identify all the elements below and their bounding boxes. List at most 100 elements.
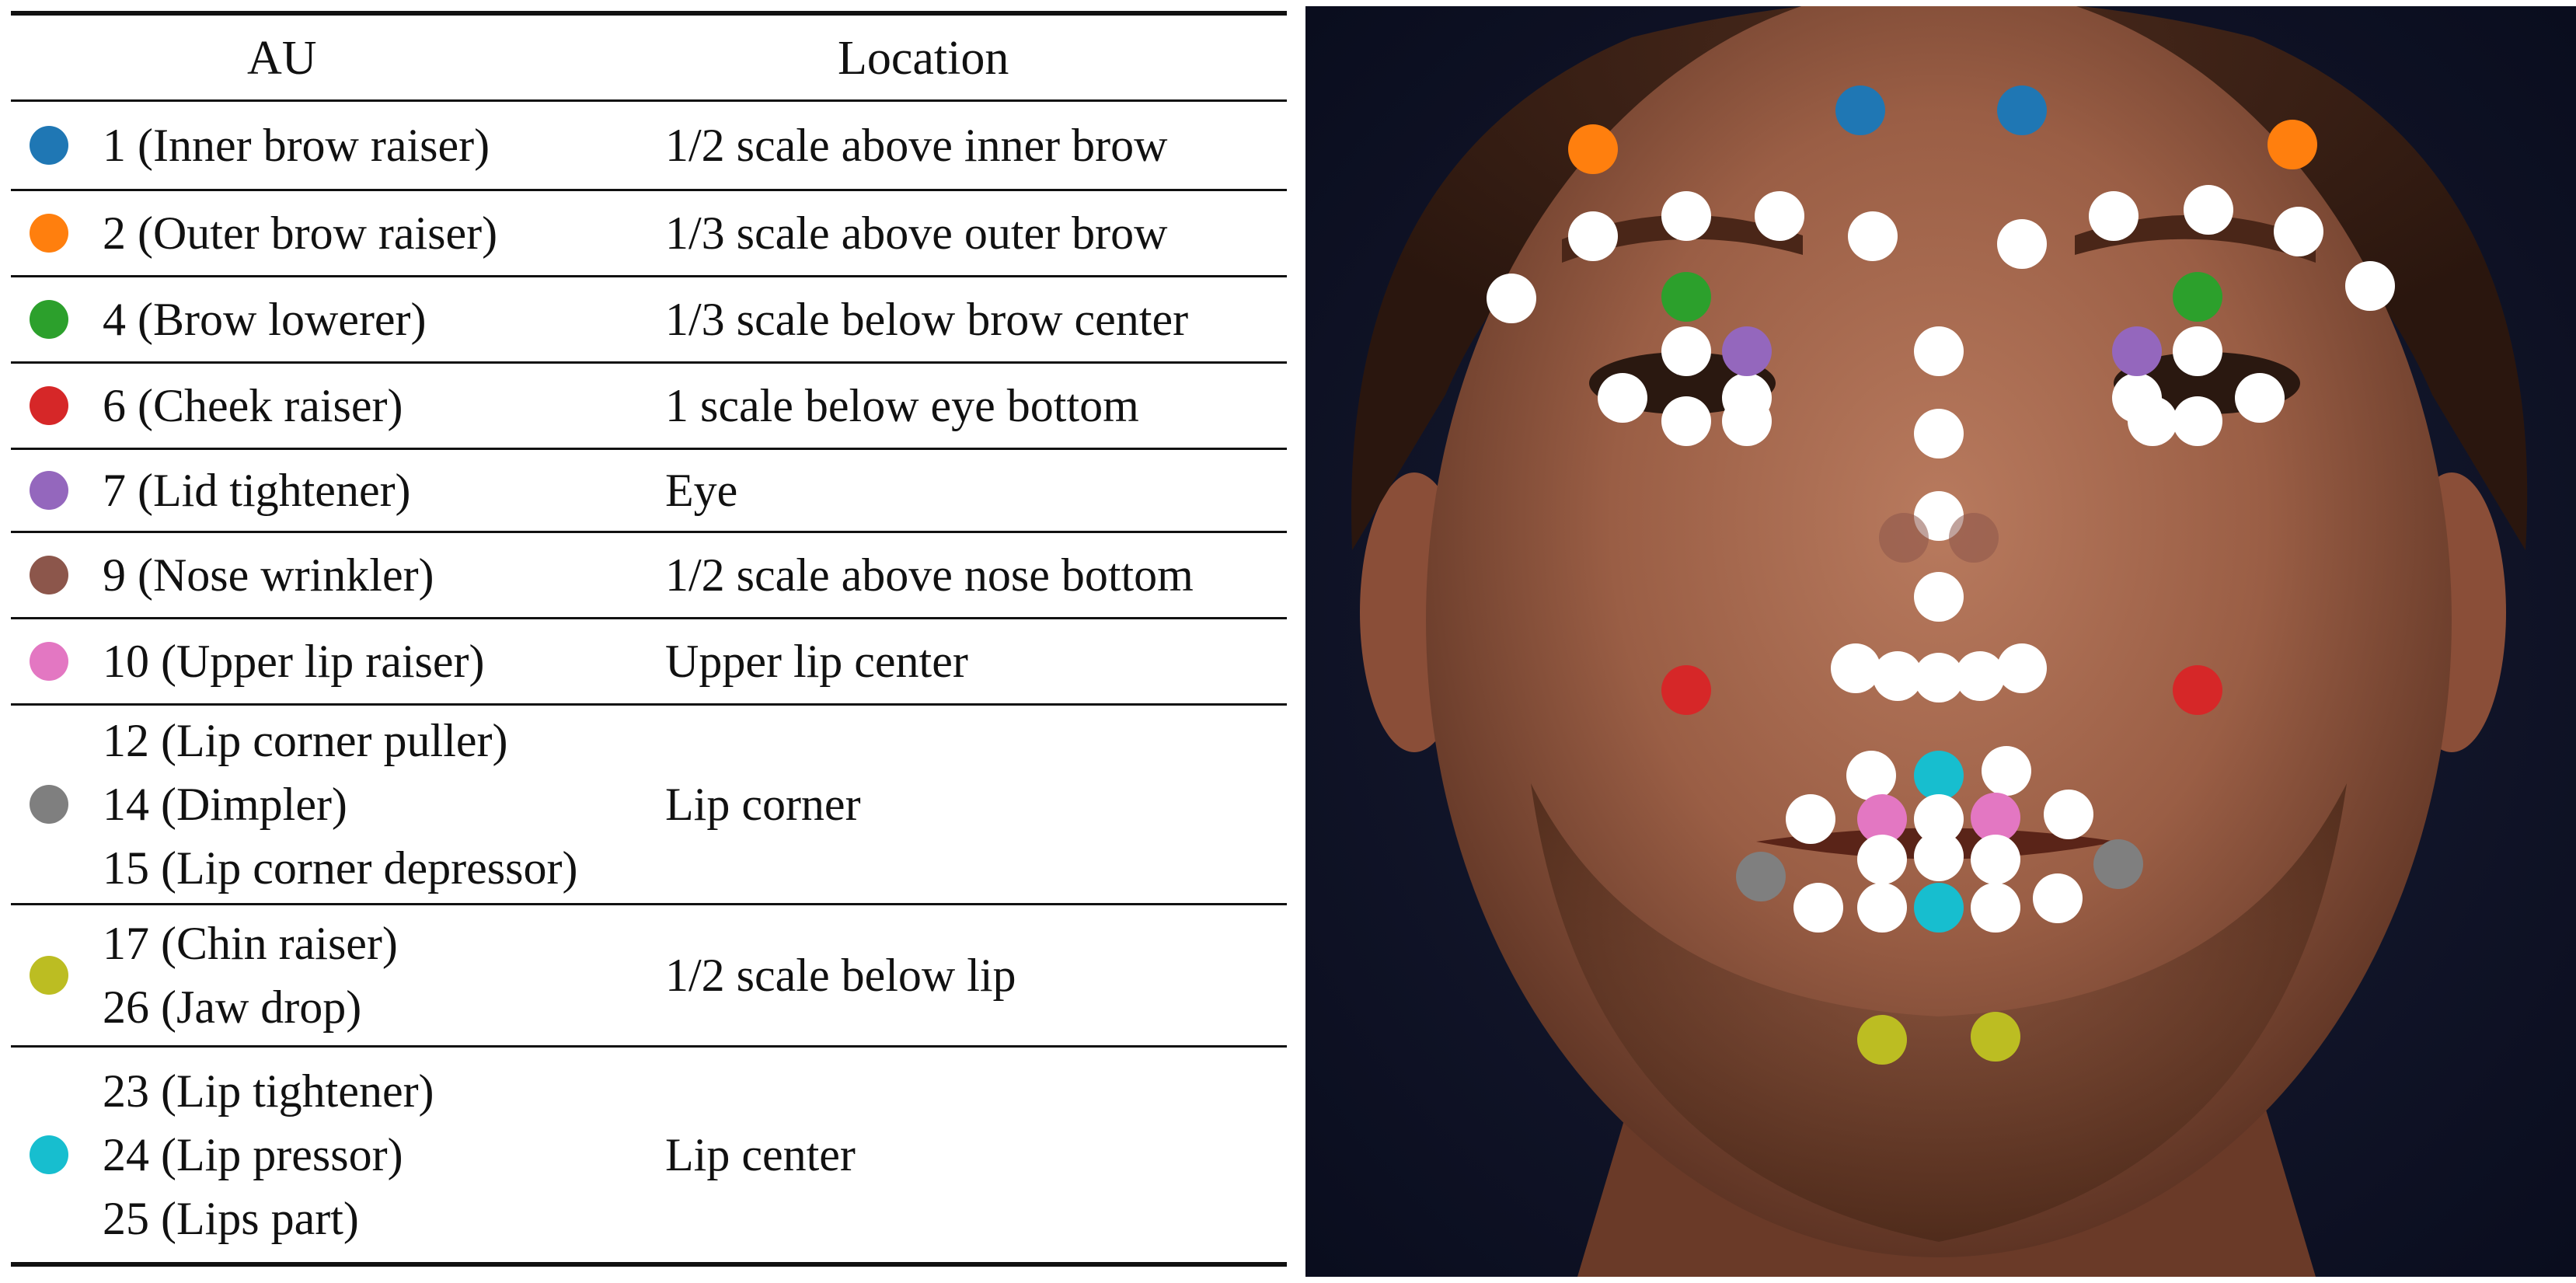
au-landmark-dot bbox=[1997, 85, 2047, 135]
au-cell: 2 (Outer brow raiser) bbox=[103, 201, 497, 265]
landmark-dot bbox=[1914, 832, 1964, 881]
landmark-dot bbox=[1661, 191, 1711, 241]
row-rule bbox=[11, 1045, 1287, 1048]
location-cell: 1/2 scale below lip bbox=[665, 950, 1016, 1001]
au-landmark-dot bbox=[1835, 85, 1885, 135]
au-label: 10 (Upper lip raiser) bbox=[103, 636, 485, 687]
landmark-dot bbox=[1914, 326, 1964, 376]
au-cell: 7 (Lid tightener) bbox=[103, 458, 411, 522]
landmark-dot bbox=[1955, 651, 2005, 701]
table-row: 23 (Lip tightener) 24 (Lip pressor) 25 (… bbox=[11, 1048, 1287, 1262]
landmark-dot bbox=[2173, 396, 2222, 446]
location-cell: 1/3 scale below brow center bbox=[665, 294, 1189, 345]
au-color-dot bbox=[30, 785, 68, 824]
au-cell: 6 (Cheek raiser) bbox=[103, 374, 403, 438]
au-landmark-dot bbox=[2173, 272, 2222, 322]
landmark-dot bbox=[1914, 572, 1964, 622]
au-cell: 12 (Lip corner puller) 14 (Dimpler) 15 (… bbox=[103, 709, 577, 900]
landmark-dot bbox=[2033, 873, 2083, 923]
au-label: 17 (Chin raiser) bbox=[103, 918, 398, 969]
row-rule bbox=[11, 903, 1287, 905]
au-landmark-dot bbox=[2173, 665, 2222, 715]
landmark-dot bbox=[1873, 651, 1922, 701]
landmark-dot bbox=[1848, 211, 1898, 261]
neck bbox=[1577, 1094, 2316, 1277]
au-label: 23 (Lip tightener) bbox=[103, 1065, 434, 1117]
row-rule bbox=[11, 189, 1287, 191]
au-color-dot bbox=[30, 214, 68, 253]
au-landmark-dot bbox=[1661, 665, 1711, 715]
location-cell: Lip corner bbox=[665, 779, 861, 830]
table-row: 1 (Inner brow raiser) 1/2 scale above in… bbox=[11, 102, 1287, 189]
location-cell: Upper lip center bbox=[665, 636, 968, 687]
au-landmark-dot bbox=[2093, 839, 2143, 889]
location-cell: 1/3 scale above outer brow bbox=[665, 207, 1168, 259]
table-row: 10 (Upper lip raiser) Upper lip center bbox=[11, 619, 1287, 703]
location-cell: Eye bbox=[665, 465, 738, 516]
row-rule bbox=[11, 361, 1287, 364]
landmark-dot bbox=[1971, 883, 2020, 933]
location-cell: Lip center bbox=[665, 1129, 856, 1180]
au-cell: 23 (Lip tightener) 24 (Lip pressor) 25 (… bbox=[103, 1059, 434, 1250]
au-label: 6 (Cheek raiser) bbox=[103, 380, 403, 431]
au-label: 14 (Dimpler) bbox=[103, 779, 347, 830]
landmark-dot bbox=[1487, 274, 1536, 323]
landmark-dot bbox=[2184, 185, 2233, 235]
au-color-dot bbox=[30, 471, 68, 510]
landmark-dot bbox=[1722, 396, 1772, 446]
landmark-dot bbox=[1914, 653, 1964, 703]
table-bottom-rule bbox=[11, 1262, 1287, 1267]
face-landmark-figure bbox=[1305, 6, 2576, 1277]
landmark-dot bbox=[1971, 835, 2020, 884]
landmark-dot bbox=[1661, 396, 1711, 446]
au-cell: 10 (Upper lip raiser) bbox=[103, 629, 484, 693]
au-cell: 1 (Inner brow raiser) bbox=[103, 113, 490, 177]
au-landmark-dot bbox=[1971, 1012, 2020, 1062]
au-landmark-dot bbox=[1857, 794, 1907, 844]
au-label: 12 (Lip corner puller) bbox=[103, 715, 508, 766]
au-color-dot bbox=[30, 956, 68, 995]
header-au: AU bbox=[247, 32, 317, 85]
au-landmark-dot bbox=[1736, 852, 1786, 901]
landmark-dot bbox=[2173, 326, 2222, 376]
au-landmark-dot bbox=[1914, 751, 1964, 800]
au-color-dot bbox=[30, 556, 68, 594]
table-row: 17 (Chin raiser) 26 (Jaw drop) 1/2 scale… bbox=[11, 905, 1287, 1045]
landmark-dots bbox=[1487, 85, 2395, 1065]
au-label: 4 (Brow lowerer) bbox=[103, 294, 427, 345]
au-color-dot bbox=[30, 386, 68, 425]
au-label: 26 (Jaw drop) bbox=[103, 981, 362, 1033]
au-landmark-dot bbox=[1568, 124, 1618, 174]
landmark-dot bbox=[2044, 790, 2093, 839]
header-rule bbox=[11, 99, 1287, 102]
au-landmark-dot bbox=[1971, 793, 2020, 842]
landmark-dot bbox=[1982, 746, 2031, 796]
row-rule bbox=[11, 531, 1287, 533]
landmark-dot bbox=[1997, 643, 2047, 693]
row-rule bbox=[11, 275, 1287, 277]
landmark-dot bbox=[1598, 373, 1647, 423]
table-row: 12 (Lip corner puller) 14 (Dimpler) 15 (… bbox=[11, 706, 1287, 903]
au-color-dot bbox=[30, 1135, 68, 1174]
au-landmark-dot bbox=[1661, 272, 1711, 322]
au-label: 24 (Lip pressor) bbox=[103, 1129, 403, 1180]
au-color-dot bbox=[30, 300, 68, 339]
au-label: 15 (Lip corner depressor) bbox=[103, 842, 578, 894]
au-landmark-dot bbox=[1914, 883, 1964, 933]
location-cell: 1 scale below eye bottom bbox=[665, 380, 1139, 431]
landmark-dot bbox=[2274, 207, 2323, 256]
landmark-dot bbox=[1846, 751, 1896, 800]
landmark-dot bbox=[1914, 409, 1964, 458]
landmark-dot bbox=[1661, 326, 1711, 376]
landmark-dot bbox=[1997, 219, 2047, 269]
au-landmark-dot bbox=[1879, 513, 1929, 563]
table-top-rule bbox=[11, 11, 1287, 16]
au-cell: 17 (Chin raiser) 26 (Jaw drop) bbox=[103, 912, 398, 1039]
landmark-dot bbox=[1831, 643, 1881, 693]
au-label: 1 (Inner brow raiser) bbox=[103, 120, 490, 171]
table-row: 9 (Nose wrinkler) 1/2 scale above nose b… bbox=[11, 533, 1287, 617]
au-color-dot bbox=[30, 126, 68, 165]
landmark-dot bbox=[1857, 835, 1907, 884]
landmark-dot bbox=[1793, 883, 1843, 933]
au-cell: 4 (Brow lowerer) bbox=[103, 288, 427, 351]
